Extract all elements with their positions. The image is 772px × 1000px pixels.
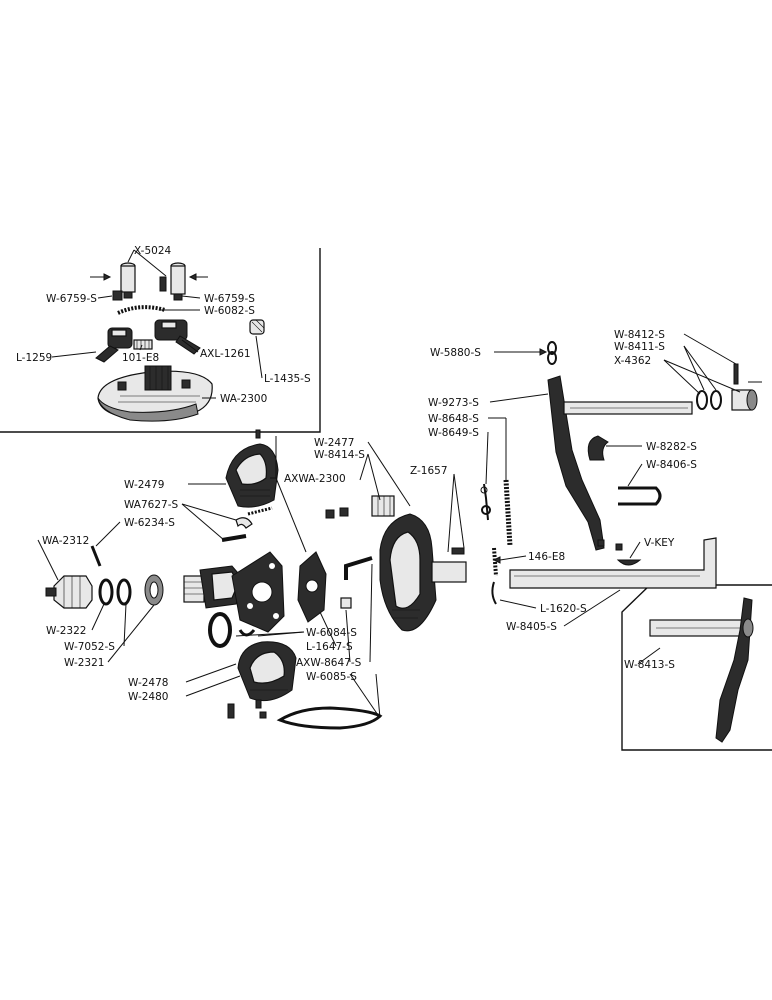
- adjusting-nut: [45, 575, 93, 609]
- label-w-8648-s: W-8648-S: [428, 413, 479, 425]
- pin-w-8412-s: [733, 363, 762, 385]
- leader-lines: [37, 249, 741, 719]
- u-bolt: [618, 486, 662, 506]
- label-w-2478: W-2478: [128, 677, 168, 689]
- label-w-2321: W-2321: [64, 657, 104, 669]
- inset-frame-top-left: [0, 248, 321, 433]
- clutch-cover: [231, 551, 285, 633]
- label-wa-2312: WA-2312: [42, 535, 89, 547]
- coil-spring-101-e8: [133, 339, 153, 350]
- lower-housing-half: [237, 641, 297, 709]
- label-146-e8: 146-E8: [528, 551, 565, 563]
- label-w-6084-s: W-6084-S: [306, 627, 357, 639]
- label-w-8405-s: W-8405-S: [506, 621, 557, 633]
- woodruff-key: [597, 539, 642, 566]
- washer-w-7052-s: [116, 578, 132, 606]
- base-plate: [97, 365, 213, 422]
- washer-w-2322: [98, 578, 114, 606]
- spring-146-e8: [492, 547, 498, 577]
- label-w-7052-s: W-7052-S: [64, 641, 115, 653]
- drive-plate: [297, 551, 327, 623]
- label-wa-2300: WA-2300: [220, 393, 267, 405]
- label-x-5024: X-5024: [134, 245, 172, 257]
- label-w-6085-s: W-6085-S: [306, 671, 357, 683]
- main-assembly: [45, 429, 467, 730]
- label-w-8413-s: W-8413-S: [624, 659, 675, 671]
- part-labels: X-5024 W-6759-S W-6759-S W-6082-S L-1259…: [16, 245, 697, 703]
- nut-left: [112, 290, 123, 301]
- label-w-6082-s: W-6082-S: [204, 305, 255, 317]
- spring-clips: [221, 506, 273, 542]
- hook: [587, 435, 609, 461]
- stud-right: [170, 262, 186, 301]
- label-w-8649-s: W-8649-S: [428, 427, 479, 439]
- label-w-2480: W-2480: [128, 691, 168, 703]
- bolt-nuts: [325, 495, 395, 519]
- hook-l-1620-s: [491, 581, 497, 605]
- friction-ring: [208, 612, 256, 648]
- direction-arrows: [90, 273, 208, 281]
- shaft: [509, 537, 717, 589]
- stud-left: [120, 262, 136, 299]
- label-wa7627-s: WA7627-S: [124, 499, 179, 511]
- label-w-8412-s: W-8412-S: [614, 329, 665, 341]
- label-z-1657: Z-1657: [410, 465, 448, 477]
- washers-w-8411-s: [696, 390, 722, 410]
- label-axw-8647-s: AXW-8647-S: [296, 657, 362, 669]
- label-x-4362: X-4362: [614, 355, 651, 367]
- chain-link: [547, 341, 557, 365]
- ring-w-2321: [144, 574, 164, 606]
- label-w-9273-s: W-9273-S: [428, 397, 479, 409]
- upper-housing-half: [225, 429, 279, 508]
- label-w-8411-s: W-8411-S: [614, 341, 665, 353]
- label-w-6234-s: W-6234-S: [124, 517, 175, 529]
- curved-spring: [117, 305, 166, 315]
- label-w-2479: W-2479: [124, 479, 164, 491]
- label-101-e8: 101-E8: [122, 352, 159, 364]
- label-w-8414-s: W-8414-S: [314, 449, 365, 461]
- label-axwa-2300: AXWA-2300: [284, 473, 346, 485]
- label-w-6759-s-left: W-6759-S: [46, 293, 97, 305]
- link-w-8649-s: [480, 483, 491, 521]
- collar-x-4362: [731, 389, 758, 411]
- label-l-1435-s: L-1435-S: [264, 373, 311, 385]
- label-w-2322: W-2322: [46, 625, 86, 637]
- cam-lever-left: [95, 327, 133, 363]
- small-bushing: [249, 319, 265, 335]
- label-l-1259: L-1259: [16, 352, 52, 364]
- label-v-key: V-KEY: [644, 537, 675, 549]
- label-axl-1261: AXL-1261: [200, 348, 251, 360]
- label-l-1647-s: L-1647-S: [306, 641, 353, 653]
- bent-lever: [547, 375, 693, 551]
- label-w-8406-s: W-8406-S: [646, 459, 697, 471]
- label-l-1620-s: L-1620-S: [540, 603, 587, 615]
- pulley-housing: [379, 513, 467, 632]
- label-w-6759-s-right: W-6759-S: [204, 293, 255, 305]
- small-pin: [159, 276, 167, 292]
- lever-parts: [480, 341, 762, 605]
- cotter-pin: [90, 545, 102, 567]
- label-w-8282-s: W-8282-S: [646, 441, 697, 453]
- crank-handle: [340, 556, 373, 609]
- label-w-2477: W-2477: [314, 437, 354, 449]
- belt: [227, 703, 383, 730]
- long-spring: [503, 479, 513, 547]
- inset-lever-assembly: [649, 597, 754, 743]
- label-w-5880-s: W-5880-S: [430, 347, 481, 359]
